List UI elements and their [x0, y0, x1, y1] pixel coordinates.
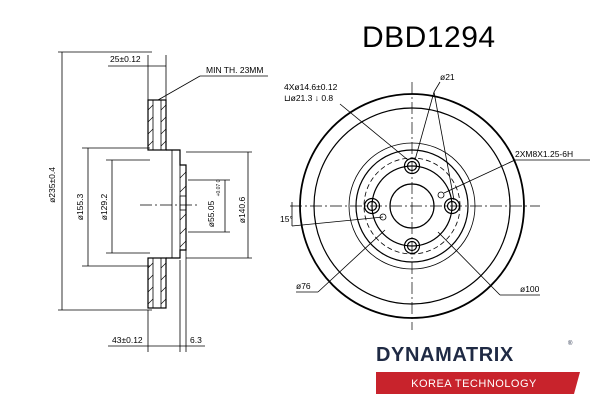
hat-hatch	[179, 171, 187, 248]
counterbore-label: ⊔ø21.3 ↓ 0.8	[284, 93, 333, 103]
d129-label: ø129.2	[99, 193, 109, 220]
center-bore-tolerance: +0.07 0	[216, 179, 222, 196]
tagline: KOREA TECHNOLOGY	[411, 378, 537, 390]
thickness-label: 25±0.12	[110, 54, 141, 64]
center-bore-label: ø55.05	[206, 200, 216, 227]
bolt-hole-label: 4Xø14.6±0.12	[284, 82, 338, 92]
part-number: DBD1294	[362, 21, 496, 54]
outer-diameter-label: ø235±0.4	[47, 167, 57, 203]
bolt-holes	[363, 157, 461, 255]
thread-label: 2XM8X1.25-6H	[515, 149, 573, 159]
d76-label: ø76	[296, 281, 311, 291]
section-hatch-top	[147, 104, 167, 147]
brand-name: DYNAMATRIX	[376, 344, 514, 366]
front-view: 4Xø14.6±0.12 ⊔ø21.3 ↓ 0.8 ø21 2XM8X1.25-…	[280, 72, 590, 330]
section-hatch-bottom	[147, 262, 167, 305]
angle-label: 15°	[280, 214, 293, 224]
registered-mark: ®	[568, 340, 573, 347]
tagline-banner	[376, 372, 580, 394]
d21-label: ø21	[440, 72, 455, 82]
brand-logo: DYNAMATRIX ® KOREA TECHNOLOGY	[376, 340, 580, 394]
hat-label: 6.3	[190, 335, 202, 345]
hub-diameter-label: ø140.6	[237, 196, 247, 223]
side-view: ø235±0.4 ø155.3 ø129.2 25±0.12 MIN TH. 2…	[47, 51, 268, 352]
min-thickness-label: MIN TH. 23MM	[206, 65, 263, 75]
d155-label: ø155.3	[75, 193, 85, 220]
height-label: 43±0.12	[112, 335, 143, 345]
pcd-label: ø100	[520, 284, 540, 294]
